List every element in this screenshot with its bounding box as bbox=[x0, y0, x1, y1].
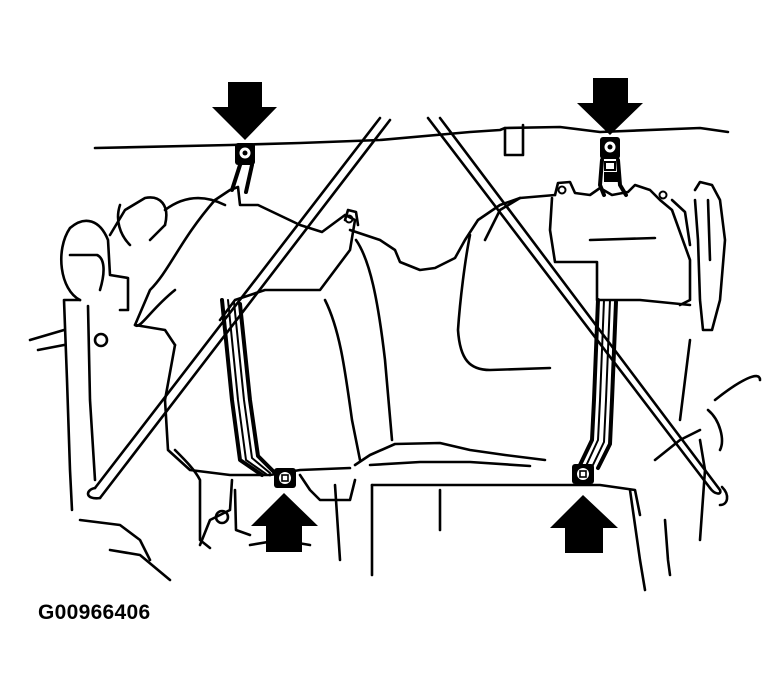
arrow-up-icon bbox=[550, 495, 618, 553]
crossing-rods bbox=[86, 116, 729, 507]
strap-bolt-bottom-left bbox=[274, 468, 296, 488]
left-frame bbox=[28, 196, 227, 512]
figure-id-caption: G00966406 bbox=[38, 601, 151, 624]
arrow-down-icon bbox=[212, 82, 277, 140]
arrow-up-icon bbox=[251, 493, 318, 552]
strap-bolt-top-left bbox=[235, 143, 255, 165]
lower-frame bbox=[78, 338, 762, 592]
strap-bolt-top-right bbox=[600, 137, 620, 171]
fuel-tank bbox=[133, 185, 557, 477]
body-crossmember bbox=[93, 123, 730, 157]
strap-bolt-bottom-right bbox=[572, 464, 594, 484]
arrow-down-icon bbox=[577, 78, 643, 135]
fuel-tank-right bbox=[483, 180, 727, 332]
